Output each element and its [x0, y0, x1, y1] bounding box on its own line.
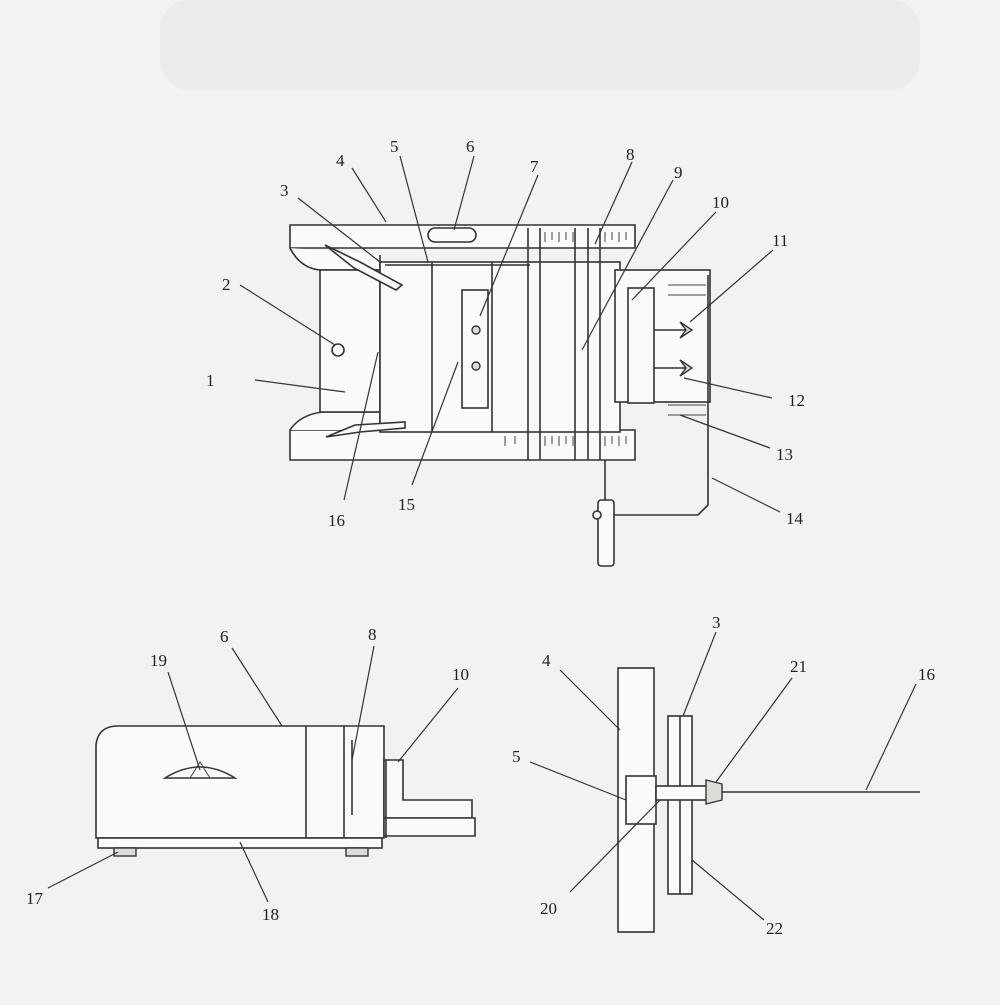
- foot-right: [345, 847, 369, 857]
- leader-11: [689, 249, 774, 323]
- label-15: 15: [398, 495, 415, 514]
- handle-slot: [427, 227, 477, 243]
- leader-d20: [569, 799, 661, 893]
- leader-12: [683, 377, 773, 399]
- knob: [331, 343, 345, 357]
- label-d21: 21: [790, 657, 807, 676]
- detail-labels: 3 4 5 16 20 21 22: [512, 613, 935, 938]
- leader-3: [297, 197, 381, 263]
- label-5: 5: [390, 137, 399, 156]
- handle-grip: [597, 499, 615, 567]
- leader-1: [254, 379, 346, 393]
- cutting-bed: [379, 261, 621, 433]
- leader-d3: [682, 631, 717, 717]
- label-s18: 18: [262, 905, 279, 924]
- handle-pin: [592, 510, 602, 520]
- bolt-bottom: [471, 361, 481, 371]
- leader-10: [631, 211, 717, 301]
- label-s8: 8: [368, 625, 377, 644]
- side-leaders: [47, 645, 459, 903]
- leader-5: [399, 155, 429, 263]
- leader-4: [351, 167, 387, 223]
- side-fence: [383, 759, 473, 819]
- bottom-ticks: [504, 436, 627, 446]
- detail-wing-nut: [705, 779, 723, 805]
- leader-9: [581, 179, 674, 351]
- leader-s18: [239, 841, 269, 903]
- fence-scale: [668, 284, 706, 416]
- side-body: [95, 725, 385, 839]
- detail-leaders: [529, 631, 917, 921]
- wing-nut-bottom: [679, 359, 694, 377]
- top-ticks: [544, 232, 627, 242]
- side-window: [162, 766, 238, 779]
- leader-6: [453, 155, 475, 231]
- label-16: 16: [328, 511, 345, 530]
- side-labels: 6 8 10 17 18 19: [26, 625, 469, 924]
- side-view-figure: [95, 725, 476, 857]
- leader-s8: [351, 645, 375, 761]
- side-fence-base: [383, 817, 476, 837]
- side-window-mark: [189, 761, 211, 779]
- detail-shaft: [655, 785, 709, 801]
- label-3: 3: [280, 181, 289, 200]
- label-12: 12: [788, 391, 805, 410]
- scan-banner: [160, 0, 920, 90]
- wing-nut-top: [679, 321, 694, 339]
- label-1: 1: [206, 371, 215, 390]
- leader-2: [239, 284, 336, 346]
- label-11: 11: [772, 231, 788, 250]
- leader-16: [343, 351, 379, 501]
- label-8: 8: [626, 145, 635, 164]
- label-6: 6: [466, 137, 475, 156]
- label-d5: 5: [512, 747, 521, 766]
- label-4: 4: [336, 151, 345, 170]
- label-d16: 16: [918, 665, 935, 684]
- leader-7: [479, 174, 539, 317]
- label-s17: 17: [26, 889, 44, 908]
- bottom-bracket: [325, 421, 406, 438]
- label-14: 14: [786, 509, 804, 528]
- leader-d16: [865, 683, 917, 791]
- top-leaders: [239, 155, 781, 513]
- leader-13: [679, 414, 771, 449]
- label-d3: 3: [712, 613, 721, 632]
- label-13: 13: [776, 445, 793, 464]
- top-labels: 1 2 3 4 5 6 7 8 9 10 11 12 13 14 15 16: [206, 137, 805, 530]
- leader-d22: [691, 859, 765, 921]
- label-2: 2: [222, 275, 231, 294]
- leader-d4: [559, 669, 621, 731]
- label-10: 10: [712, 193, 729, 212]
- leader-s10: [397, 687, 459, 763]
- leader-8: [594, 161, 633, 245]
- bolt-top: [471, 325, 481, 335]
- fence-block: [627, 287, 655, 404]
- handle-rod: [610, 275, 709, 516]
- leader-s19: [167, 671, 201, 771]
- top-bracket: [324, 244, 404, 291]
- leader-s17: [47, 851, 119, 889]
- clamp-plate: [461, 289, 489, 409]
- leader-d5: [529, 761, 627, 801]
- detail-figure: [617, 667, 920, 933]
- label-d22: 22: [766, 919, 783, 938]
- label-d4: 4: [542, 651, 551, 670]
- label-7: 7: [530, 157, 539, 176]
- label-9: 9: [674, 163, 683, 182]
- label-s19: 19: [150, 651, 167, 670]
- leader-d21: [715, 677, 793, 783]
- detail-block-5: [625, 775, 657, 825]
- leader-15: [411, 361, 459, 486]
- leader-s6: [231, 647, 283, 727]
- label-d20: 20: [540, 899, 557, 918]
- foot-left: [113, 847, 137, 857]
- leader-14: [711, 477, 781, 513]
- label-s10: 10: [452, 665, 469, 684]
- label-s6: 6: [220, 627, 229, 646]
- top-view-figure: [289, 224, 711, 567]
